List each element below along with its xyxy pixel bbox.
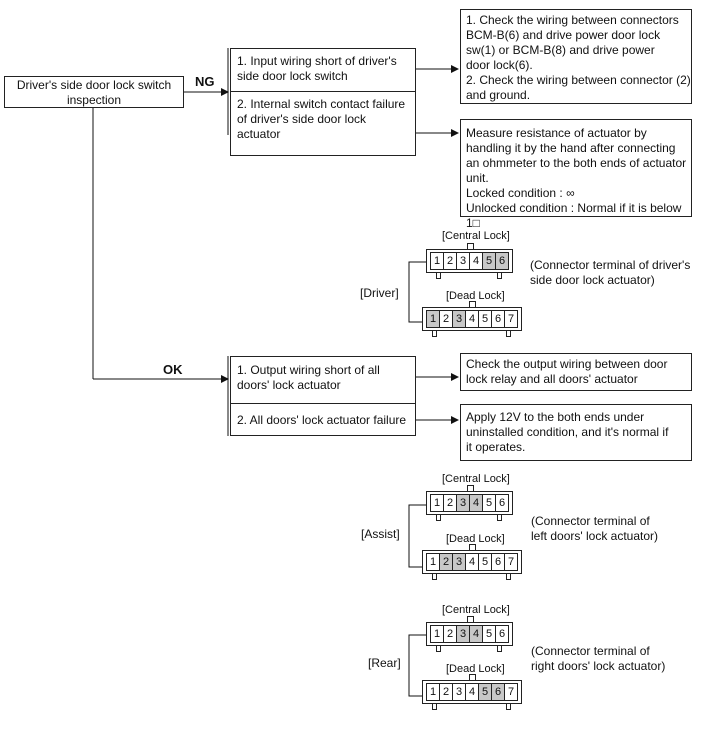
ok-causes-box [230,356,416,436]
dead-lock-connector-latch [469,301,476,308]
ng-causes-box [230,48,416,156]
ng-cause-1: 1. Input wiring short of driver's side d… [237,54,397,83]
ok-cause-2: 2. All doors' lock actuator failure [237,413,407,427]
group-note: (Connector terminal of left doors' lock … [531,514,659,543]
connector-pin: 7 [504,553,518,571]
group-label: [Rear] [368,656,401,670]
connector-pin: 5 [482,494,496,512]
connector-pin: 2 [439,310,453,328]
connector-pin: 1 [430,625,444,643]
dead-lock-connector-tab-left [432,703,437,710]
connector-pin: 2 [443,494,457,512]
connector-pin: 7 [504,683,518,701]
dead-lock-title: [Dead Lock] [446,290,505,302]
ng-action-2: Measure resistance of actuator by handli… [466,126,687,230]
ok-action-2-box [460,404,692,461]
connector-pin: 5 [482,252,496,270]
ng-action-2-box [460,119,692,217]
ok-action-2: Apply 12V to the both ends under uninsta… [466,410,669,454]
ok-label: OK [163,362,183,377]
dead-lock-connector-tab-right [506,573,511,580]
connector-pin: 6 [495,252,509,270]
connector-pin: 4 [469,252,483,270]
connector-pin: 3 [452,683,466,701]
connector-pin: 1 [430,494,444,512]
connector-pin: 4 [465,310,479,328]
connector-pin: 6 [491,553,505,571]
connector-pin: 4 [465,683,479,701]
central-lock-connector-tab-left [436,514,441,521]
connector-pin: 6 [491,683,505,701]
ng-label: NG [195,74,215,89]
connector-pin: 3 [456,494,470,512]
connector-pin: 4 [469,494,483,512]
dead-lock-connector-tab-left [432,573,437,580]
central-lock-title: [Central Lock] [442,604,510,616]
connector-pin: 6 [491,310,505,328]
connector-pin: 3 [456,252,470,270]
start-label: Driver's side door lock switch inspectio… [16,78,172,107]
connector-pin: 1 [426,310,440,328]
connector-pin: 5 [478,310,492,328]
central-lock-connector-latch [466,243,474,250]
group-note: (Connector terminal of right doors' lock… [531,644,666,673]
start-box [4,76,184,108]
connector-pin: 2 [439,553,453,571]
ng-causes-divider [230,91,416,92]
connector-pin: 2 [439,683,453,701]
central-lock-connector-tab-left [436,645,441,652]
connector-pin: 4 [469,625,483,643]
dead-lock-connector-latch [469,544,476,551]
connector-pin: 3 [456,625,470,643]
connector-pin: 2 [443,252,457,270]
connector-pin: 2 [443,625,457,643]
connector-pin: 4 [465,553,479,571]
connector-pin: 6 [495,625,509,643]
ok-causes-divider [230,403,416,404]
connector-pin: 5 [478,683,492,701]
connector-pin: 1 [426,553,440,571]
ok-cause-1: 1. Output wiring short of all doors' loc… [237,363,380,392]
central-lock-connector-tab-left [436,272,441,279]
dead-lock-connector-latch [469,674,476,681]
central-lock-connector-tab-right [497,645,502,652]
central-lock-connector-tab-right [497,272,502,279]
ok-action-1-box [460,353,692,391]
central-lock-connector-latch [466,616,474,623]
ng-action-1: 1. Check the wiring between connectors B… [466,13,691,102]
connector-pin: 1 [430,252,444,270]
dead-lock-connector-tab-right [506,703,511,710]
central-lock-connector-latch [466,485,474,492]
ng-action-1-box [460,9,692,104]
group-note: (Connector terminal of driver's side doo… [530,258,691,287]
connector-pin: 6 [495,494,509,512]
central-lock-title: [Central Lock] [442,473,510,485]
ng-cause-2: 2. Internal switch contact failure of dr… [237,97,406,141]
dead-lock-connector-tab-left [432,330,437,337]
group-label: [Assist] [361,527,400,541]
dead-lock-connector-tab-right [506,330,511,337]
central-lock-title: [Central Lock] [442,230,510,242]
connector-pin: 3 [452,553,466,571]
ok-action-1: Check the output wiring between door loc… [466,357,668,386]
connector-pin: 5 [478,553,492,571]
dead-lock-title: [Dead Lock] [446,533,505,545]
connector-pin: 3 [452,310,466,328]
central-lock-connector-tab-right [497,514,502,521]
group-label: [Driver] [360,286,399,300]
connector-pin: 1 [426,683,440,701]
connector-pin: 5 [482,625,496,643]
dead-lock-title: [Dead Lock] [446,663,505,675]
connector-pin: 7 [504,310,518,328]
